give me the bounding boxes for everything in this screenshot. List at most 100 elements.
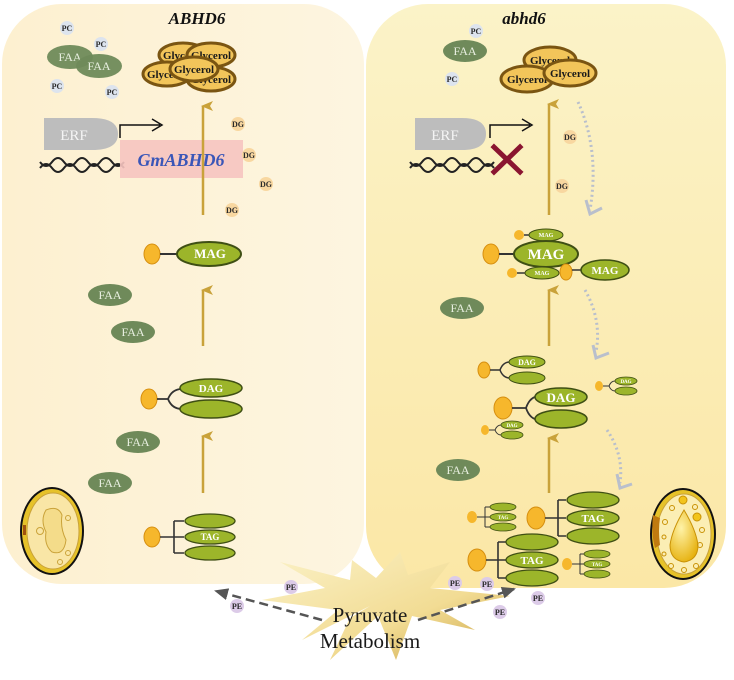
mag-molecule: MAG xyxy=(514,228,564,242)
pc-bubble: PC xyxy=(50,79,64,93)
accumulation-arrow-head xyxy=(591,344,610,361)
svg-text:PC: PC xyxy=(447,75,458,84)
svg-text:DAG: DAG xyxy=(518,358,536,367)
svg-text:TAG: TAG xyxy=(520,555,543,567)
pc-bubble: PC xyxy=(94,37,108,51)
wildtype-title: ABHD6 xyxy=(168,9,226,28)
svg-text:PE: PE xyxy=(286,583,296,592)
seed-starch-icon xyxy=(20,487,84,575)
transcription-arrow xyxy=(119,118,164,138)
svg-text:FAA: FAA xyxy=(453,44,476,58)
dag-molecule: DAG xyxy=(140,378,243,419)
accumulation-arrow xyxy=(605,429,623,484)
svg-text:FAA: FAA xyxy=(450,301,473,315)
pc-bubble: PC xyxy=(60,21,74,35)
transcription-arrow xyxy=(489,118,534,138)
accumulation-arrow xyxy=(576,101,595,211)
gene-label: GmABHD6 xyxy=(137,150,224,170)
svg-text:MAG: MAG xyxy=(528,247,565,263)
svg-text:DG: DG xyxy=(260,180,272,189)
svg-text:PC: PC xyxy=(471,27,482,36)
dg-bubble: DG xyxy=(231,117,245,131)
accumulation-arrow xyxy=(583,289,600,353)
pyruvate-starburst xyxy=(262,552,510,660)
faa-molecule: FAA xyxy=(88,284,132,306)
pe-bubble: PE xyxy=(531,591,545,605)
faa-molecule: FAA xyxy=(88,472,132,494)
dg-bubble: DG xyxy=(259,177,273,191)
svg-text:PC: PC xyxy=(52,82,63,91)
svg-text:DAG: DAG xyxy=(199,383,224,395)
svg-text:Glycerol: Glycerol xyxy=(174,64,214,76)
svg-text:DAG: DAG xyxy=(620,380,631,385)
glycerol-cluster: Glycerol Glycerol Glycerol Glycerol Glyc… xyxy=(141,41,237,93)
mag-molecule: MAG xyxy=(507,266,560,280)
svg-text:MAG: MAG xyxy=(592,265,619,277)
dag-molecule: DAG xyxy=(595,376,638,396)
svg-text:Glycerol: Glycerol xyxy=(507,74,547,86)
erf-label: ERF xyxy=(431,128,459,144)
mutant-title: abhd6 xyxy=(502,9,546,28)
erf-factor xyxy=(415,118,486,150)
svg-text:MAG: MAG xyxy=(194,246,226,261)
svg-text:PC: PC xyxy=(62,24,73,33)
faa-molecule: FAA xyxy=(111,321,155,343)
svg-text:DAG: DAG xyxy=(506,424,517,429)
pe-bubble: PE xyxy=(493,605,507,619)
svg-text:TAG: TAG xyxy=(201,532,220,542)
dag-molecule: DAG xyxy=(481,420,524,440)
pe-bubble: PE xyxy=(230,599,244,613)
accumulation-arrow-head xyxy=(584,199,603,217)
svg-text:TAG: TAG xyxy=(498,516,509,521)
tag-molecule: TAG xyxy=(467,502,517,532)
supply-arrow-right xyxy=(417,586,516,622)
svg-text:DG: DG xyxy=(243,151,255,160)
faa-molecule: FAA xyxy=(443,40,487,62)
svg-text:FAA: FAA xyxy=(446,463,469,477)
svg-text:TAG: TAG xyxy=(592,563,603,568)
svg-text:DAG: DAG xyxy=(547,390,576,405)
tag-molecule: TAG xyxy=(143,513,236,561)
svg-text:DG: DG xyxy=(556,182,568,191)
svg-text:FAA: FAA xyxy=(98,476,121,490)
mag-molecule: MAG xyxy=(143,241,242,267)
pc-bubble: PC xyxy=(445,72,459,86)
dag-molecule: DAG xyxy=(477,355,546,385)
svg-text:FAA: FAA xyxy=(87,59,110,73)
svg-text:PE: PE xyxy=(495,608,505,617)
dna-strand xyxy=(409,157,495,173)
svg-text:PE: PE xyxy=(533,594,543,603)
faa-molecule: FAA xyxy=(76,54,122,78)
pe-bubble: PE xyxy=(480,577,494,591)
svg-text:PE: PE xyxy=(450,579,460,588)
mag-molecule: MAG xyxy=(559,259,630,281)
faa-molecule: FAA xyxy=(436,459,480,481)
svg-text:DG: DG xyxy=(564,133,576,142)
supply-arrow-left xyxy=(214,588,323,622)
dag-molecule: DAG xyxy=(493,387,588,429)
dg-bubble: DG xyxy=(242,148,256,162)
pe-bubble: PE xyxy=(284,580,298,594)
pyruvate-label-line1: Pyruvate xyxy=(333,603,408,627)
svg-text:DG: DG xyxy=(226,206,238,215)
gene-knockout-x-icon xyxy=(490,143,524,176)
erf-factor xyxy=(44,118,118,150)
svg-text:FAA: FAA xyxy=(121,325,144,339)
svg-text:TAG: TAG xyxy=(581,513,604,525)
glycerol-cluster: Glycerol Glycerol Glycerol xyxy=(499,45,598,94)
seed-oil-icon xyxy=(650,488,716,580)
dg-bubble: DG xyxy=(555,179,569,193)
faa-molecule: FAA xyxy=(440,297,484,319)
glycerol-molecule: Glycerol xyxy=(185,41,237,69)
svg-text:PC: PC xyxy=(96,40,107,49)
svg-text:DG: DG xyxy=(232,120,244,129)
erf-label: ERF xyxy=(60,128,88,144)
pe-bubble: PE xyxy=(448,576,462,590)
glycerol-molecule: Glycerol xyxy=(542,58,598,88)
svg-text:PE: PE xyxy=(482,580,492,589)
tag-molecule: TAG xyxy=(467,533,559,587)
svg-text:FAA: FAA xyxy=(98,288,121,302)
mag-molecule: MAG xyxy=(482,240,579,268)
faa-molecule: FAA xyxy=(116,431,160,453)
